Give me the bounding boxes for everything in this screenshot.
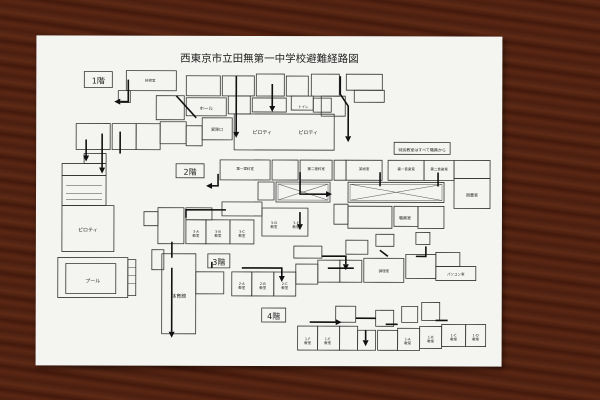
room-pool: プール <box>85 279 100 285</box>
room-piloti-1: ピロティ <box>252 130 272 136</box>
room-hall: ホール <box>199 106 213 112</box>
room-piloti-2: ピロティ <box>298 130 318 136</box>
room-library: 図書室 <box>466 192 478 198</box>
room-music-1: 第一音楽室 <box>397 166 415 171</box>
room-piloti-annex: ピロティ <box>78 228 98 234</box>
room-tech: 技術室 <box>145 78 156 83</box>
floor-4-label: 4階 <box>267 311 280 321</box>
floor-2-label: 2階 <box>184 167 197 177</box>
f1-label-box <box>83 71 113 88</box>
labels-layer: 西東京市立田無第一中学校避難経路図 1階 2階 3階 4階 特別教室はすべて職員… <box>78 52 480 346</box>
room-science-1: 第一理科室 <box>236 166 254 171</box>
floor-1-label: 1階 <box>92 76 105 86</box>
room-art: 美術室 <box>359 166 370 171</box>
room-toilet: トイレ <box>298 105 309 109</box>
room-entrance: 昇降口 <box>211 126 223 132</box>
f4-label-box <box>261 307 287 323</box>
room-cooking: 調理室 <box>379 268 390 273</box>
room-science-2: 第二理科室 <box>307 166 325 171</box>
room-computer: パソコン室 <box>447 271 465 276</box>
f2-label-box <box>175 163 205 179</box>
room-staffroom: 職員室 <box>399 214 411 220</box>
f3-label-box <box>207 253 231 269</box>
map-title: 西東京市立田無第一中学校避難経路図 <box>180 52 359 65</box>
floor-3-label: 3階 <box>212 257 225 267</box>
special-rooms-note: 特別教室はすべて職員から <box>398 146 446 152</box>
evacuation-map-sheet: 西東京市立田無第一中学校避難経路図 1階 2階 3階 4階 特別教室はすべて職員… <box>35 35 503 367</box>
room-music-2: 第二音楽室 <box>430 166 448 171</box>
room-gym: 体育館 <box>171 293 186 300</box>
floor-plan-drawing <box>57 70 491 351</box>
